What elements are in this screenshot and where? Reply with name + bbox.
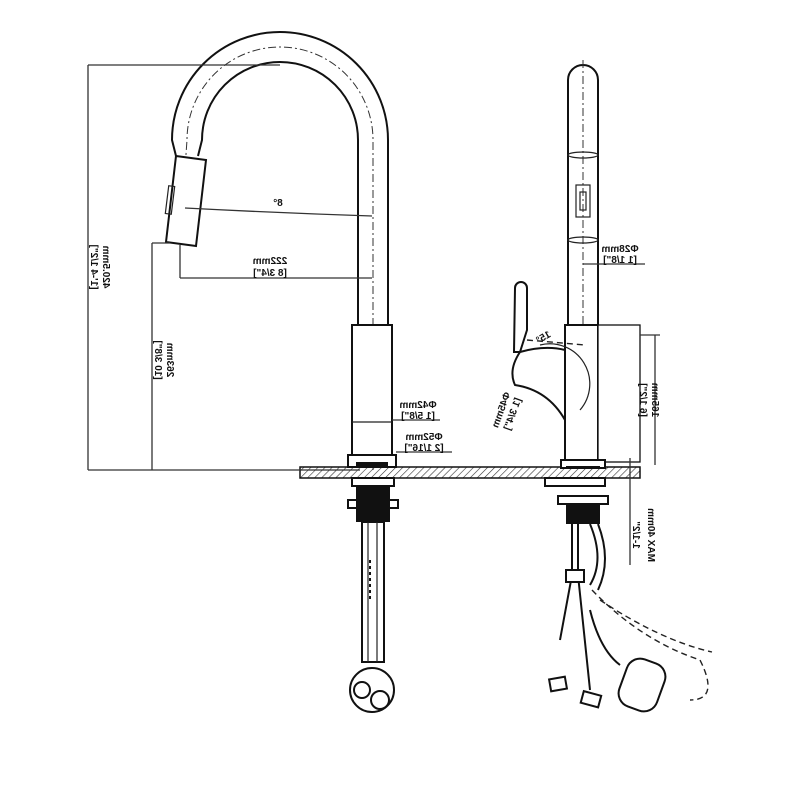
label-spout-height-in: [10 3/8"] (152, 340, 163, 379)
label-tube-dia-in: [1 1/8"] (603, 255, 637, 266)
label-overall-height-mm: 420.5mm (100, 245, 111, 288)
faucet-body (351, 324, 393, 463)
label-reach-mm: 222mm (253, 256, 288, 267)
label-spout-height-mm: 263mm (164, 343, 175, 378)
label-base-dia-mm: Φ52mm (405, 432, 442, 443)
dimension-lines (87, 64, 660, 565)
label-spray-angle: 8° (273, 198, 283, 209)
dimension-labels: 420.5mm [1'-4 1/2"] 263mm [10 3/8"] 222m… (88, 198, 660, 562)
handle-lever (512, 281, 528, 353)
countertop (299, 466, 641, 479)
label-tube-dia-mm: Φ28mm (601, 244, 638, 255)
label-body-dia-mm: Φ42mm (399, 400, 436, 411)
label-reach-in: [8 3/4"] (253, 268, 287, 279)
faucet-front-view (511, 60, 713, 713)
label-overall-height-in: [1'-4 1/2"] (88, 245, 99, 290)
label-base-dia-in: [2 1/16"] (404, 443, 443, 454)
hose-weight-front (617, 657, 667, 713)
label-deck-max-mm: MAX 40mm (645, 508, 656, 562)
label-deck-max-in: 1-1/2" (630, 521, 641, 549)
label-body-dia-in: [1 5/8"] (401, 411, 435, 422)
label-body-height-mm: 165mm (649, 383, 660, 418)
label-body-height-in: [6 1/2"] (637, 383, 648, 417)
spray-head (164, 154, 208, 248)
faucet-side-view (164, 31, 399, 713)
